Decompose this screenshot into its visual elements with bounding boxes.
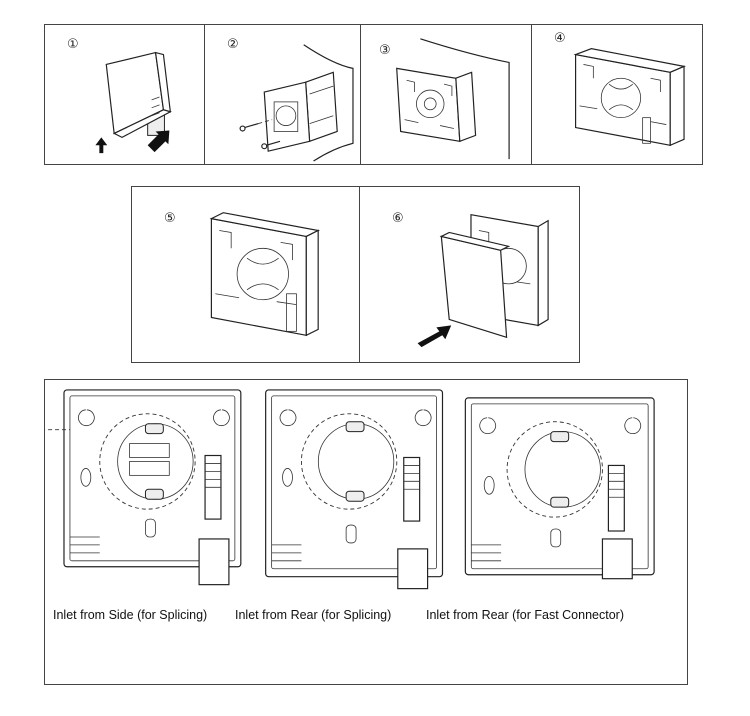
step-4-number: ④	[554, 31, 566, 46]
step-1-panel: ①	[44, 24, 206, 165]
inlet-configurations-diagram	[45, 389, 655, 590]
screw-icon	[239, 123, 259, 132]
caption-rear-inlet-splicing: Inlet from Rear (for Splicing)	[235, 608, 392, 622]
wall-mounting-illustration	[239, 44, 354, 162]
box-rear-inlet-splicing	[265, 389, 444, 590]
step-5-panel: ⑤	[131, 186, 361, 363]
arrow-down-left-icon	[147, 130, 170, 153]
screw-icon	[261, 140, 281, 150]
step-1-number: ①	[67, 37, 79, 52]
step-3-panel: ③	[360, 24, 532, 165]
splicing-tray-illustration	[209, 212, 321, 337]
cover-removal-illustration	[95, 51, 172, 154]
step-5-number: ⑤	[164, 211, 176, 226]
caption-rear-inlet-fast-connector: Inlet from Rear (for Fast Connector)	[426, 608, 624, 622]
box-side-inlet	[45, 389, 242, 586]
arrow-up-icon	[95, 137, 108, 154]
step-6-panel: ⑥	[359, 186, 580, 363]
box-rear-inlet-fast-connector	[464, 397, 655, 580]
step-6-number: ⑥	[392, 211, 404, 226]
caption-side-inlet: Inlet from Side (for Splicing)	[53, 608, 208, 622]
step-3-number: ③	[379, 43, 391, 58]
inlet-options-panel: Inlet from Side (for Splicing) Inlet fro…	[44, 379, 688, 685]
cover-closing-illustration	[417, 213, 549, 348]
step-2-panel: ②	[204, 24, 361, 165]
cable-routing-illustration	[573, 48, 687, 147]
arrow-right-icon	[417, 325, 452, 348]
step-2-number: ②	[227, 37, 239, 52]
mounted-base-illustration	[396, 38, 510, 160]
step-4-panel: ④	[531, 24, 703, 165]
